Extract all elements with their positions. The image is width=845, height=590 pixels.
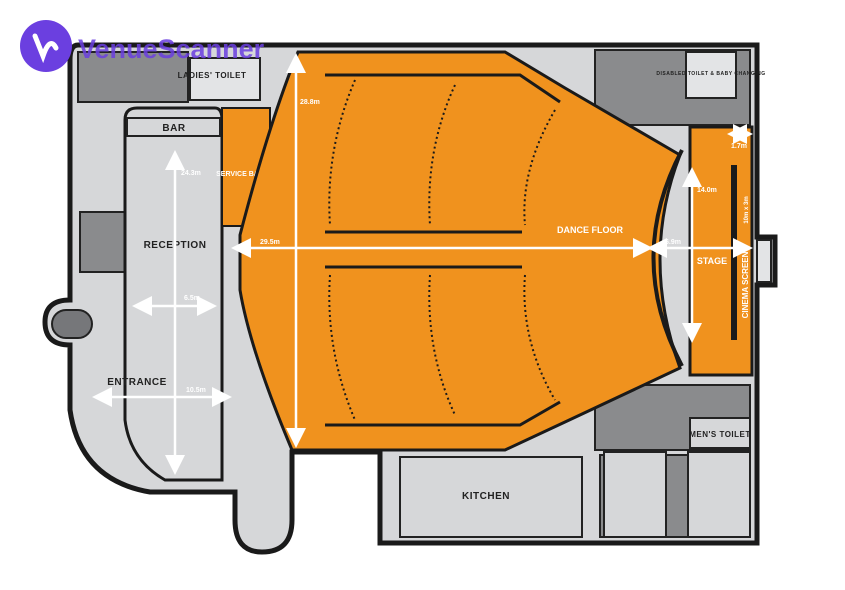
- store-1: [603, 451, 667, 538]
- hall-width-label: 29.5m: [260, 239, 280, 246]
- ladies-toilet-label: LADIES' TOILET: [178, 71, 247, 80]
- disabled-toilet-room: [685, 51, 737, 99]
- hall-length-label: 28.8m: [300, 99, 320, 106]
- disabled-toilet-label: DISABLED TOILET & BABY CHANGING: [656, 71, 765, 77]
- stage-door: [756, 239, 772, 283]
- bar-counter: [126, 117, 221, 137]
- stage-edge-arc: [651, 149, 684, 367]
- dimension-arrows: [92, 53, 753, 475]
- cinema-screen-label: CINEMA SCREEN: [741, 251, 750, 318]
- store-2: [687, 451, 751, 538]
- entrance-width-label: 10.5m: [186, 387, 206, 394]
- stage-area: [688, 125, 754, 377]
- entrance-label: ENTRANCE: [107, 377, 167, 388]
- stairs-top-left: [77, 51, 189, 103]
- screen-size-label: 10m x 3m: [744, 196, 750, 223]
- stage-edge-label: 1.7m: [731, 143, 747, 150]
- dance-floor-label: DANCE FLOOR: [557, 225, 623, 235]
- reception-width-label: 6.5m: [184, 295, 200, 302]
- reception-area: [123, 106, 224, 482]
- ladies-toilet-room: [189, 57, 261, 101]
- mens-toilet-label: MEN'S TOILET: [689, 430, 751, 439]
- cloakroom: [51, 309, 93, 339]
- stage-depth-label: 6.9m: [665, 239, 681, 246]
- service-bar-label: SERVICE BAR: [216, 171, 264, 178]
- mens-toilet-room: [689, 417, 751, 449]
- stage-width-label: 14.0m: [697, 187, 717, 194]
- kitchen-room: [399, 456, 583, 538]
- venuescanner-logo: VenueScanner: [20, 20, 265, 72]
- seating-rows: [325, 73, 561, 427]
- kitchen-label: KITCHEN: [462, 491, 510, 502]
- cinema-screen: [731, 165, 737, 340]
- reception-length-label: 24.3m: [181, 170, 201, 177]
- bar-label: BAR: [162, 123, 185, 134]
- stairs-left: [79, 211, 133, 273]
- stage-label: STAGE: [697, 256, 727, 266]
- logo-text: VenueScanner: [78, 34, 265, 64]
